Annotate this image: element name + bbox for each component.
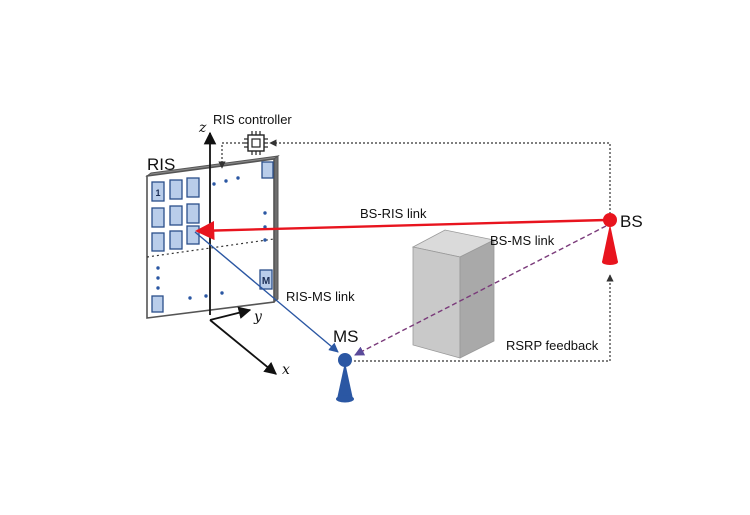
ris-element-grid [151,161,274,313]
ris-element [151,295,164,313]
x-axis-label: x [282,362,290,378]
y-axis [209,306,252,321]
bs-ris-link-label: BS-RIS link [360,206,427,221]
x-axis [209,319,277,375]
ris-element [169,205,183,226]
bs-ms-link-label: BS-MS link [490,233,555,248]
obstacle-side [459,239,495,359]
rsrp-feedback-link [354,274,614,362]
ris-controller-label: RIS controller [213,112,292,127]
bs-ms-link-arrow [354,225,607,356]
bs-to-controller-link [269,139,611,218]
ms-antenna-icon [336,353,354,403]
ms-label: MS [333,327,359,346]
bs-ris-link-arrow [195,218,607,241]
ris-ms-link-arrow [194,231,339,353]
ris-element-1 [151,181,165,202]
ris-element [151,232,165,252]
ris-continuation-dots [156,176,267,300]
ris-element [186,203,200,224]
chip-icon [244,131,268,155]
ris-panel: 1 M [145,155,280,319]
z-axis-label: z [198,120,207,136]
obstacle-building [411,229,496,359]
controller-to-ris-link [218,142,244,169]
obstacle-front [412,246,461,359]
ris-element-1-label: 1 [155,188,160,198]
ris-element [151,207,165,228]
rsrp-feedback-label: RSRP feedback [506,338,599,353]
ris-element [186,177,200,198]
ris-element [261,161,274,179]
ris-element [186,225,200,245]
ris-ms-link-label: RIS-MS link [286,289,355,304]
ris-label: RIS [147,155,175,174]
y-axis-label: y [253,309,263,325]
ris-element [169,179,183,200]
ris-element [169,230,183,250]
ris-element-m [259,269,273,290]
bs-antenna-icon [602,213,618,265]
bs-label: BS [620,212,643,231]
ris-element-m-label: M [262,276,270,287]
